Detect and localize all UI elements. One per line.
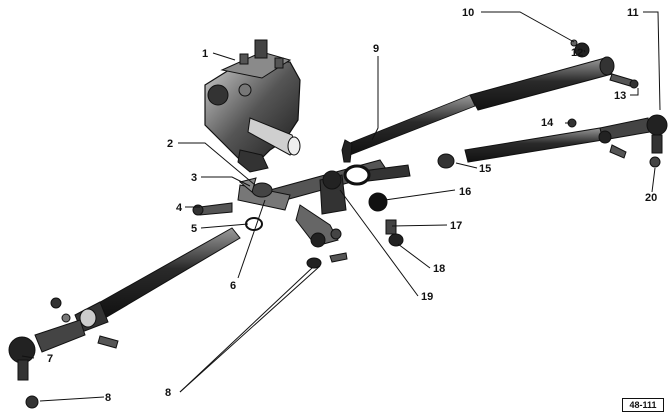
callout-11: 11 xyxy=(627,7,639,19)
callout-18: 18 xyxy=(433,263,445,275)
bolt-13 xyxy=(609,73,639,89)
callout-10: 10 xyxy=(462,7,474,19)
callout-14: 14 xyxy=(541,117,554,129)
callout-7: 7 xyxy=(47,353,53,365)
callout-20: 20 xyxy=(645,192,657,204)
right-tie-rod xyxy=(464,114,668,168)
callout-8a: 8 xyxy=(105,392,111,404)
steering-gear-box xyxy=(204,39,301,173)
callout-16: 16 xyxy=(459,186,471,198)
callout-19: 19 xyxy=(421,291,433,303)
callout-5: 5 xyxy=(191,223,197,235)
callout-2: 2 xyxy=(167,138,173,150)
small-parts-8 xyxy=(306,252,348,269)
callout-1: 1 xyxy=(202,48,208,60)
callout-3: 3 xyxy=(191,172,197,184)
callout-labels: 1 2 3 4 5 6 7 8 8 9 10 11 12 13 14 15 16… xyxy=(47,7,657,404)
callout-13: 13 xyxy=(614,90,626,102)
leader-lines xyxy=(21,11,661,402)
figure-reference: 48-111 xyxy=(622,398,664,412)
nut-12 xyxy=(570,39,590,58)
callout-9: 9 xyxy=(373,43,379,55)
callout-8b: 8 xyxy=(165,387,171,399)
callout-4: 4 xyxy=(176,202,183,214)
upper-drag-rod xyxy=(341,56,615,163)
callout-17: 17 xyxy=(450,220,462,232)
callout-15: 15 xyxy=(479,163,491,175)
callout-6: 6 xyxy=(230,280,236,292)
left-tie-rod xyxy=(8,227,241,409)
idler-arm-assembly xyxy=(192,159,411,248)
callout-12: 12 xyxy=(571,47,583,59)
